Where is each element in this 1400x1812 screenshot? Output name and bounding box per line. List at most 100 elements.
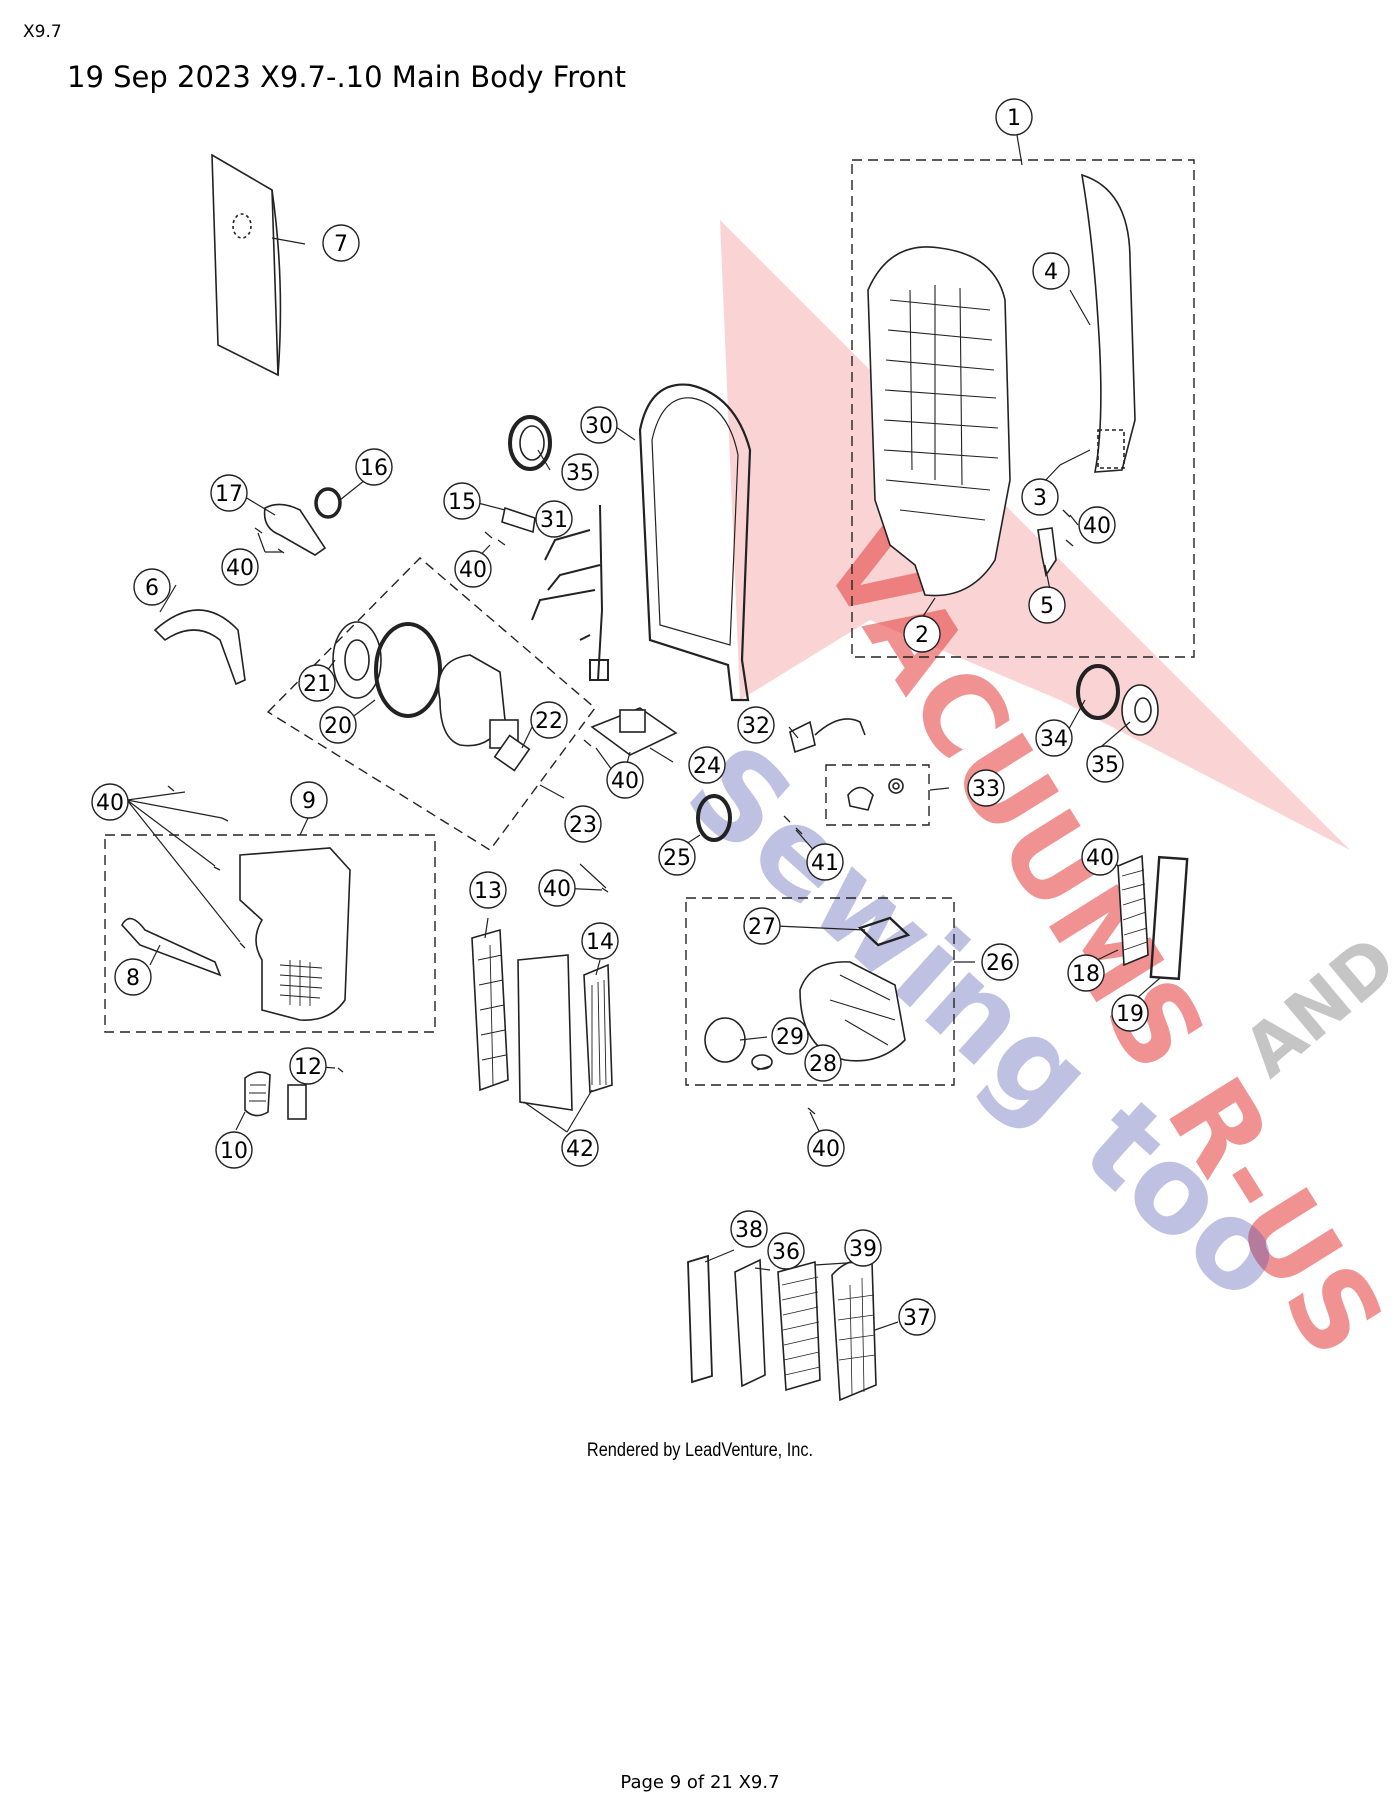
group-box-23 (266, 557, 596, 851)
callout-35-right: 35 (1086, 745, 1124, 783)
part-vacuum-motor-detail (829, 974, 896, 1046)
watermark: VACUUMS R-US AND Sewing too (661, 220, 1400, 1378)
part-o-ring (314, 487, 342, 519)
callout-15: 15 (443, 482, 481, 520)
callout-8: 8 (114, 958, 152, 996)
callout-10-label: 10 (220, 1139, 248, 1164)
callout-5-label: 5 (1040, 594, 1054, 619)
part-impeller (704, 1017, 746, 1063)
callout-16: 16 (355, 448, 393, 486)
callout-35-top: 35 (561, 453, 599, 491)
callout-9-label: 9 (302, 789, 316, 814)
callout-40-f-label: 40 (543, 877, 571, 902)
callout-28: 28 (804, 1044, 842, 1082)
callout-16-label: 16 (360, 456, 388, 481)
callout-40-h-label: 40 (812, 1137, 840, 1162)
callout-3: 3 (1021, 478, 1059, 516)
callout-12-label: 12 (294, 1055, 322, 1080)
callout-5: 5 (1028, 586, 1066, 624)
callout-41: 41 (806, 843, 844, 881)
callout-23: 23 (564, 805, 602, 843)
callout-20: 20 (319, 706, 357, 744)
callout-6: 6 (133, 568, 171, 606)
part-bracket (263, 503, 327, 556)
callout-35-right-label: 35 (1091, 753, 1119, 778)
part-filter-frame-cells (477, 944, 507, 1086)
callout-37-label: 37 (903, 1306, 931, 1331)
callout-32: 32 (737, 706, 775, 744)
callout-29-label: 29 (776, 1025, 804, 1050)
rendered-by-credit: Rendered by LeadVenture, Inc. (586, 1440, 814, 1461)
callout-1: 1 (995, 98, 1033, 136)
group-box-1 (851, 159, 1195, 658)
screws (167, 509, 1119, 1115)
part-vacuum-motor (799, 961, 906, 1062)
callout-40-e: 40 (606, 761, 644, 799)
page-number: Page 9 of 21 X9.7 (620, 1772, 780, 1793)
callout-37: 37 (898, 1298, 936, 1336)
callout-10: 10 (215, 1131, 253, 1169)
callout-41-label: 41 (811, 851, 839, 876)
part-ring-34 (1076, 664, 1120, 720)
callout-40-h: 40 (807, 1129, 845, 1167)
callout-39-label: 39 (849, 1237, 877, 1262)
part-filter-cover-37-grid (837, 1277, 876, 1396)
part-back-frame (638, 383, 752, 702)
callout-24: 24 (688, 746, 726, 784)
part-band-ring (374, 622, 442, 718)
callout-42-label: 42 (566, 1137, 594, 1162)
part-filter-frame-19 (1149, 855, 1189, 981)
callout-40-d-label: 40 (96, 791, 124, 816)
callout-33-label: 33 (972, 777, 1000, 802)
callout-40-d: 40 (91, 783, 129, 821)
callout-34-label: 34 (1040, 727, 1068, 752)
callout-3-label: 3 (1033, 486, 1047, 511)
callout-39: 39 (844, 1229, 882, 1267)
part-filter-frame (471, 928, 509, 1092)
part-gasket-38 (687, 1254, 713, 1384)
callout-29: 29 (771, 1017, 809, 1055)
callout-27-label: 27 (748, 915, 776, 940)
callout-25-label: 25 (663, 846, 691, 871)
part-cord-connector (789, 718, 866, 754)
callout-17: 17 (210, 474, 248, 512)
callout-31: 31 (535, 500, 573, 538)
callout-30-label: 30 (585, 414, 613, 439)
callout-15-label: 15 (448, 490, 476, 515)
part-grille-slots (249, 1084, 266, 1102)
callout-24-label: 24 (693, 754, 721, 779)
part-swivel (847, 786, 874, 811)
part-side-panel (1080, 173, 1136, 473)
part-ring-25 (696, 794, 732, 842)
callout-27: 27 (743, 907, 781, 945)
part-label-12 (287, 1084, 307, 1120)
callout-40-a: 40 (1078, 506, 1116, 544)
callout-19: 19 (1111, 994, 1149, 1032)
callout-40-g: 40 (1081, 838, 1119, 876)
part-wire-harness (531, 504, 609, 681)
callout-22: 22 (530, 701, 568, 739)
part-rod (121, 917, 222, 977)
part-hose-cuff (153, 609, 246, 686)
group-box-26 (685, 897, 955, 1086)
callout-7: 7 (322, 224, 360, 262)
part-filter-tray-36 (734, 1258, 766, 1388)
callout-14-label: 14 (586, 930, 614, 955)
callout-1-label: 1 (1007, 106, 1021, 131)
part-grille-panel-slots (591, 979, 607, 1086)
callout-6-label: 6 (145, 576, 159, 601)
callout-42: 42 (561, 1129, 599, 1167)
callout-35-top-label: 35 (566, 461, 594, 486)
part-filter-sheet (517, 954, 573, 1111)
callout-7-label: 7 (334, 232, 348, 257)
group-box-33 (825, 764, 930, 826)
callout-18-label: 18 (1072, 962, 1100, 987)
callout-20-label: 20 (324, 714, 352, 739)
part-side-panel-tab (1097, 429, 1125, 469)
callout-31-label: 31 (540, 508, 568, 533)
callouts: 1 2 3 4 5 6 7 8 9 10 12 13 14 15 16 17 1… (91, 98, 1149, 1336)
callout-4: 4 (1032, 252, 1070, 290)
callout-40-c-label: 40 (459, 558, 487, 583)
part-seal-ring-top-inner (519, 425, 545, 461)
